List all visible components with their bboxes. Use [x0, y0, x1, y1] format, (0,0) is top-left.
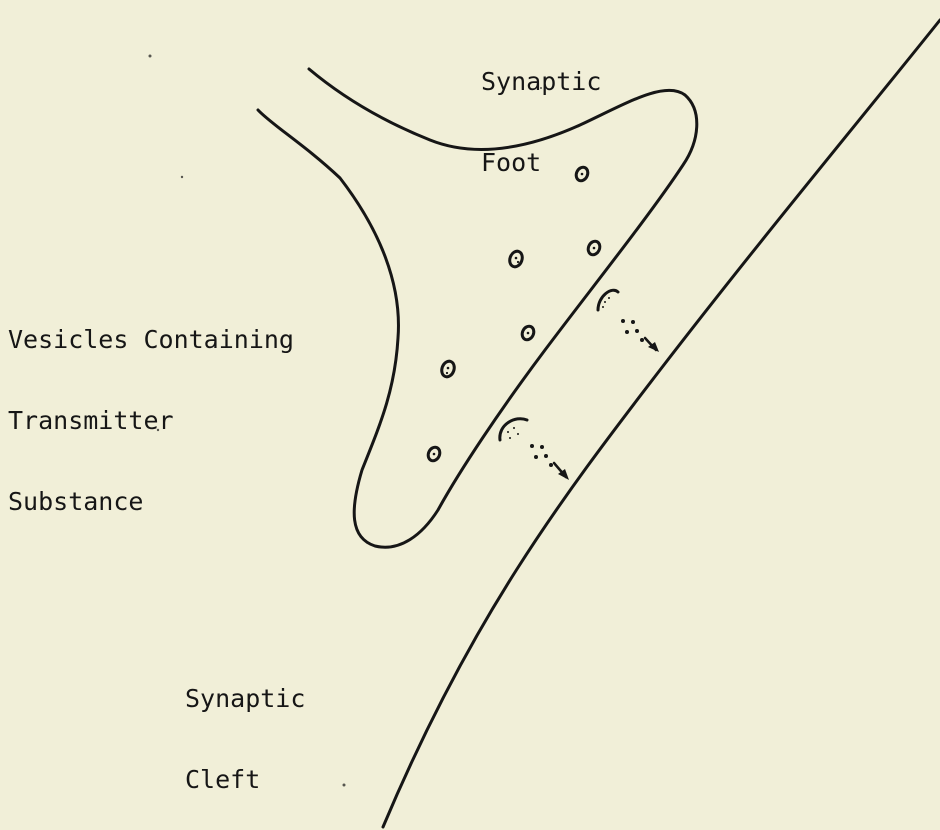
- synaptic-cleft-label-line: Synaptic: [185, 685, 305, 712]
- vesicles-label-line: Vesicles Containing: [8, 326, 294, 353]
- fused-vesicles: [500, 290, 618, 440]
- fused-vesicle-upper: [598, 290, 618, 310]
- vesicles-label: Vesicles Containing Transmitter Substanc…: [8, 272, 294, 569]
- synaptic-foot-label-line: Foot: [481, 149, 601, 176]
- synaptic-cleft-label-line: Cleft: [185, 766, 305, 793]
- vesicles-label-line: Substance: [8, 488, 294, 515]
- postsynaptic-membrane: [383, 20, 940, 827]
- synaptic-foot-label: Synaptic Foot: [481, 14, 601, 230]
- synaptic-foot-label-line: Synaptic: [481, 68, 601, 95]
- fused-vesicle-lower: [500, 419, 527, 440]
- synaptic-cleft-label: Synaptic Cleft: [185, 631, 305, 830]
- vesicles-label-line: Transmitter: [8, 407, 294, 434]
- synaptic-foot-outline: [258, 69, 697, 547]
- transmitter-release: [530, 319, 644, 467]
